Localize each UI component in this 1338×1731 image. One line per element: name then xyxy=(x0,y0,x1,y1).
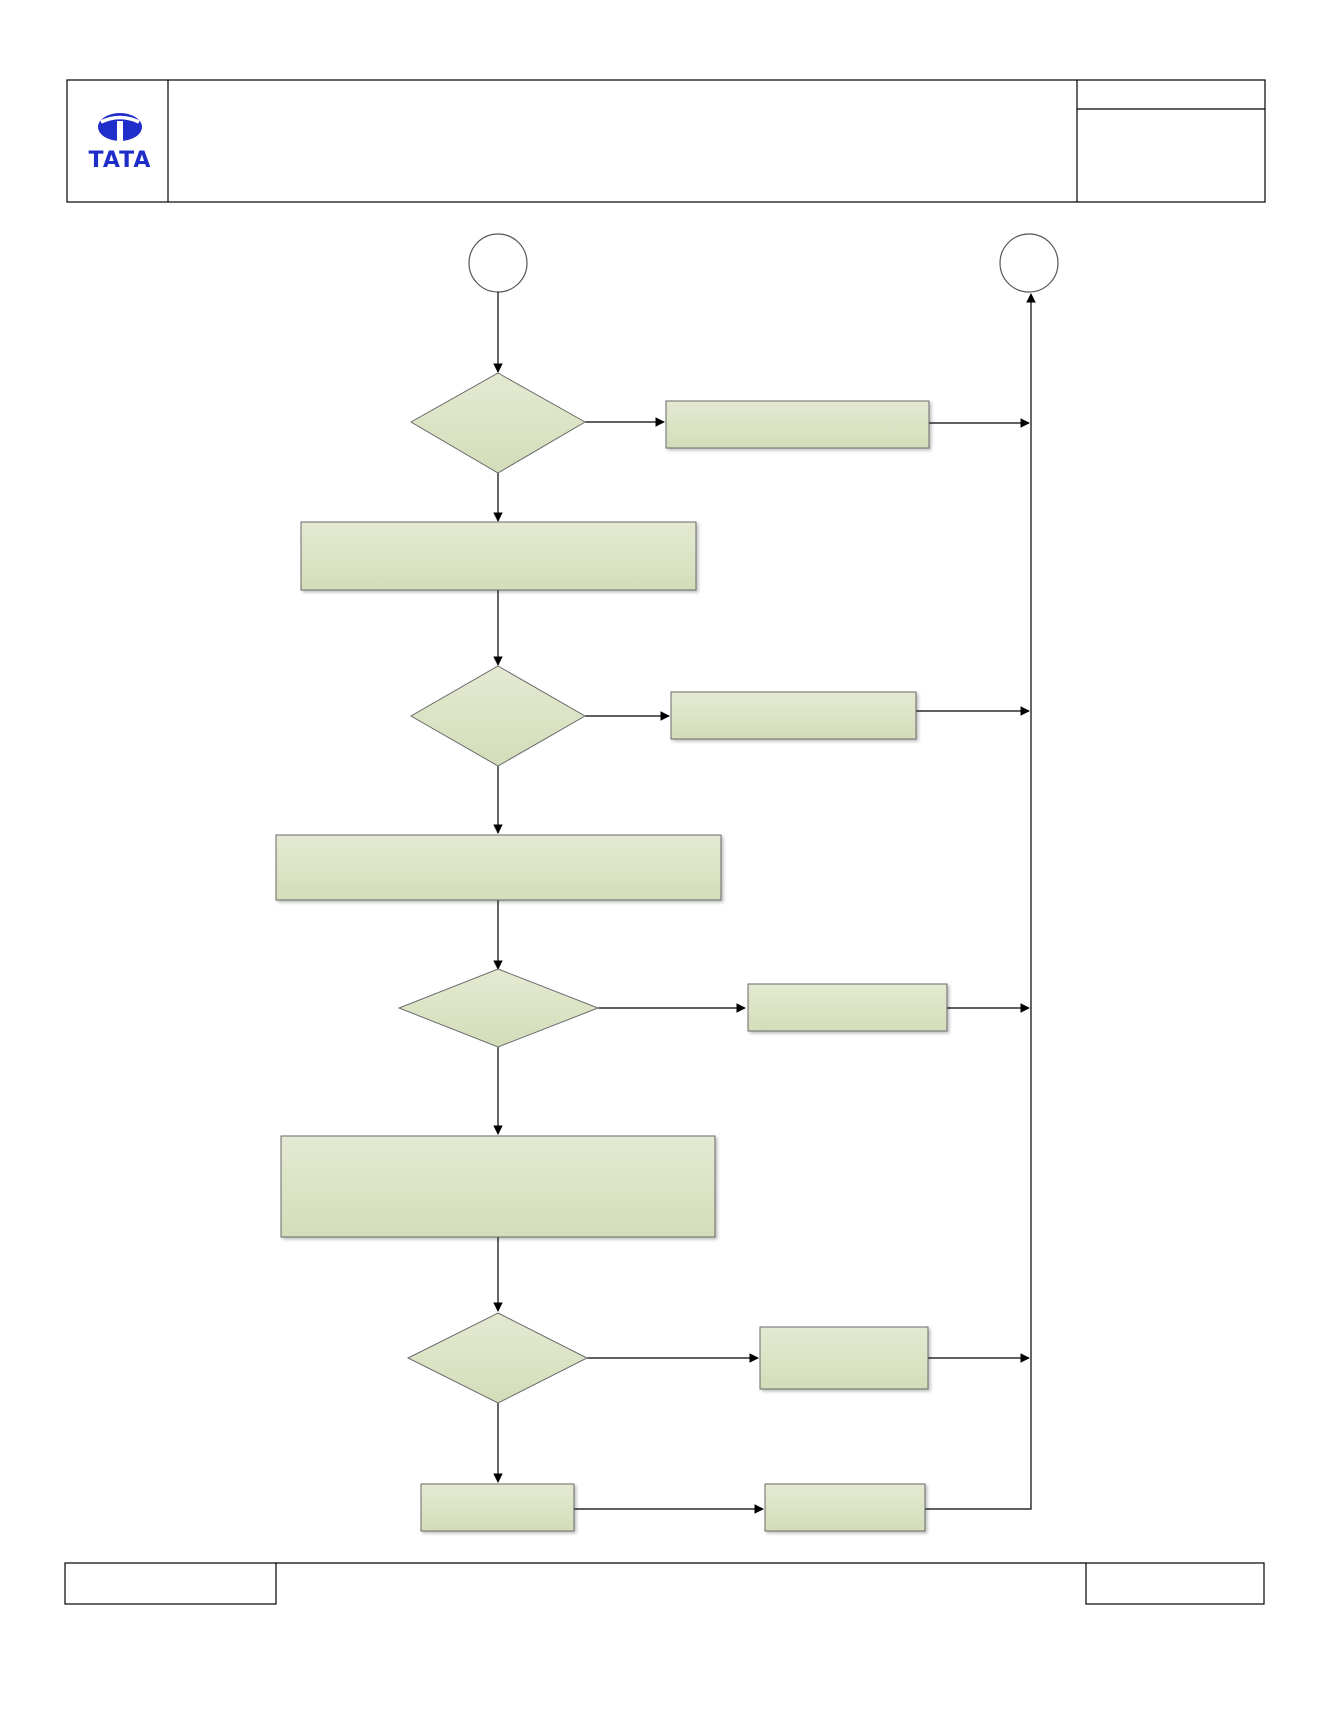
process-1 xyxy=(300,521,697,591)
process-3 xyxy=(280,1135,716,1238)
side-action-5 xyxy=(764,1483,926,1532)
decision-1 xyxy=(409,372,587,474)
flow-lines xyxy=(493,292,1036,1514)
logo-wordmark: TATA xyxy=(89,148,152,173)
process-2 xyxy=(275,834,722,901)
process-4 xyxy=(420,1483,575,1532)
side-action-1 xyxy=(665,400,930,449)
end-connector xyxy=(999,233,1059,293)
tata-logo-icon: TATA xyxy=(89,113,152,173)
header-block: TATA xyxy=(66,79,1266,203)
side-action-2 xyxy=(670,691,917,740)
side-action-4 xyxy=(759,1326,929,1390)
decision-2 xyxy=(409,665,587,767)
footer-block xyxy=(64,1562,1265,1605)
decision-4 xyxy=(406,1312,589,1404)
start-connector xyxy=(468,233,528,293)
decision-3 xyxy=(397,968,600,1048)
side-action-3 xyxy=(747,983,948,1032)
return-bus-line xyxy=(925,293,1036,1510)
